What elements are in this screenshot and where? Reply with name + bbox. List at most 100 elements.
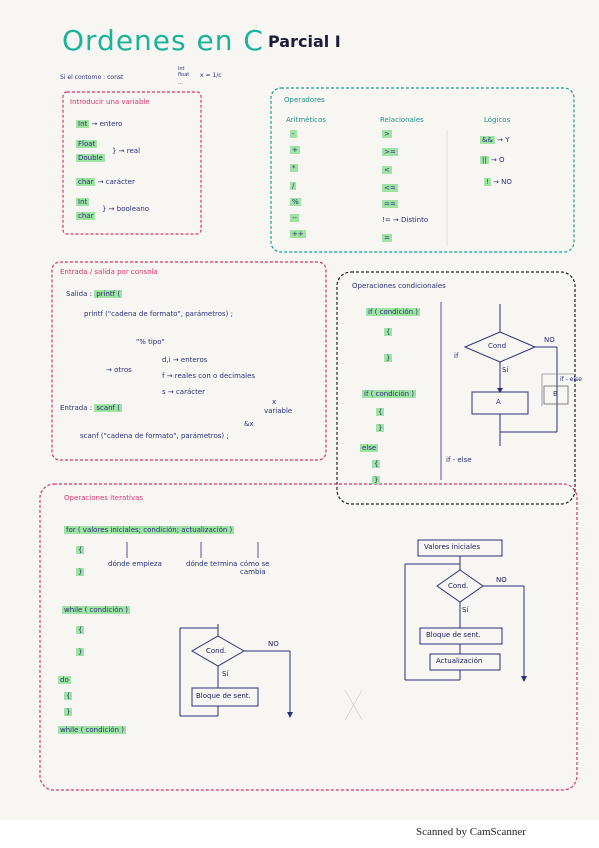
do-brace2: } [64,708,73,716]
op-arit-1: + [290,146,300,154]
var-row-1: Int → entero [76,120,122,128]
while-brace1: { [76,626,85,634]
fc2-body: Bloque de sent. [196,692,251,700]
op-rel-4: == [382,200,398,208]
formula-right: x = 1/c [200,72,222,79]
do-label: do [58,676,71,684]
fc1-body: Bloque de sent. [426,631,481,639]
io-box-border [51,261,327,461]
col-relacionales: Relacionales [380,116,424,124]
var-desc-4: } → booleano [102,205,150,213]
f-line: f → reales con o decimales [162,372,256,380]
fc1-init: Valores iniciales [424,543,480,551]
fc2-cond: Cond. [206,647,227,655]
variable-box-border [62,91,202,235]
scanf-line: scanf ("cadena de formato", parámetros) … [80,432,229,440]
cond-if1: if ( condición ) [366,308,421,316]
op-log-and: && → Y [480,136,510,144]
fc2-si: Sí [222,670,229,678]
var-desc-3: → carácter [97,178,135,186]
cond-brace5: { [372,460,381,468]
fc1-no: NO [496,576,507,584]
fc1-si: Sí [462,606,469,614]
kw-char-2: char [76,212,96,220]
entrada-line: Entrada : scanf ( [60,404,122,412]
var-row-4b: char [76,212,96,220]
cond-brace2: } [384,354,393,362]
formula-frac-bottom: ... [178,80,183,86]
cond-if2: if ( condición ) [362,390,417,398]
op-arit-4: % [290,198,301,206]
iter-box-border [39,483,578,791]
page-title: Ordenes en C [62,24,264,57]
d-line: d,i → enteros [162,356,208,364]
fc1-cond: Cond. [448,582,469,590]
cond-else: else [360,444,379,452]
fc-box-b: B [553,390,558,398]
cond-ifelse-label: if - else [446,456,472,464]
cond-brace1: { [384,328,393,336]
var-row-2b: Double [76,154,105,162]
cond-heading: Operaciones condicionales [352,282,446,290]
op-arit-2: * [290,164,298,172]
for-note-2: dónde termina [186,560,238,568]
operadores-box-border [270,87,575,253]
printf-line: printf ("cadena de formato", parámetros)… [84,310,233,318]
var-note-variable: variable [264,407,293,415]
for-brace2: } [76,568,85,576]
kw-float: Float [76,140,98,148]
var-desc-1: → entero [91,120,123,128]
formula-left: Si el contorno : const [60,74,124,81]
op-rel-3: <= [382,184,398,192]
io-heading: Entrada / salida por consola [60,268,158,276]
var-note-x: x [272,398,277,406]
fc-box-a: A [496,398,501,406]
amp-note: &x [244,420,254,428]
op-rel-5: != → Distinto [382,216,429,224]
salida-line: Salida : printf ( [66,290,123,298]
kw-int-2: Int [76,198,90,206]
fc-cond-label: Cond [488,342,507,350]
op-rel-0: > [382,130,392,138]
variable-heading: Introducir una variable [70,98,150,106]
op-rel-2: < [382,166,392,174]
kw-int: Int [76,120,90,128]
fc2-no: NO [268,640,279,648]
op-arit-5: -- [290,214,300,222]
var-row-3: char → carácter [76,178,135,186]
operadores-heading: Operadores [284,96,325,104]
cond-box-border [336,271,576,505]
footer-credit: Scanned by CamScanner [416,826,526,838]
tipos-note: "% tipo" [136,338,165,346]
kw-char: char [76,178,96,186]
fc-si-label: Sí [502,366,509,374]
cond-brace3: { [376,408,385,416]
formula-frac-top: int float [178,66,190,78]
var-row-4a: Int [76,198,90,206]
op-arit-6: ++ [290,230,306,238]
page-subtitle: Parcial I [268,32,341,51]
for-note-1: dónde empieza [108,560,162,568]
cond-brace6: } [372,476,381,484]
op-rel-6: = [382,234,392,242]
op-log-or: || → O [480,156,505,164]
cond-brace4: } [376,424,385,432]
for-brace1: { [76,546,85,554]
footer-bar [0,820,599,848]
op-log-not: ! → NO [484,178,512,186]
while2-line: while ( condición ) [58,726,126,734]
op-rel-1: >= [382,148,398,156]
otros-note: → otros [106,366,132,374]
cond-if-label: if [454,352,459,360]
fc-ifelse-label2: if - else [560,376,582,383]
iter-heading: Operaciones iterativas [64,494,144,502]
s-line: s → carácter [162,388,206,396]
op-arit-0: - [290,130,297,138]
for-note-3: cómo se cambia [240,560,270,576]
col-aritmeticos: Aritméticos [286,116,326,124]
while-brace2: } [76,648,85,656]
for-line: for ( valores iniciales; condición; actu… [64,526,235,534]
do-brace1: { [64,692,73,700]
fc-no-label: NO [544,336,555,344]
